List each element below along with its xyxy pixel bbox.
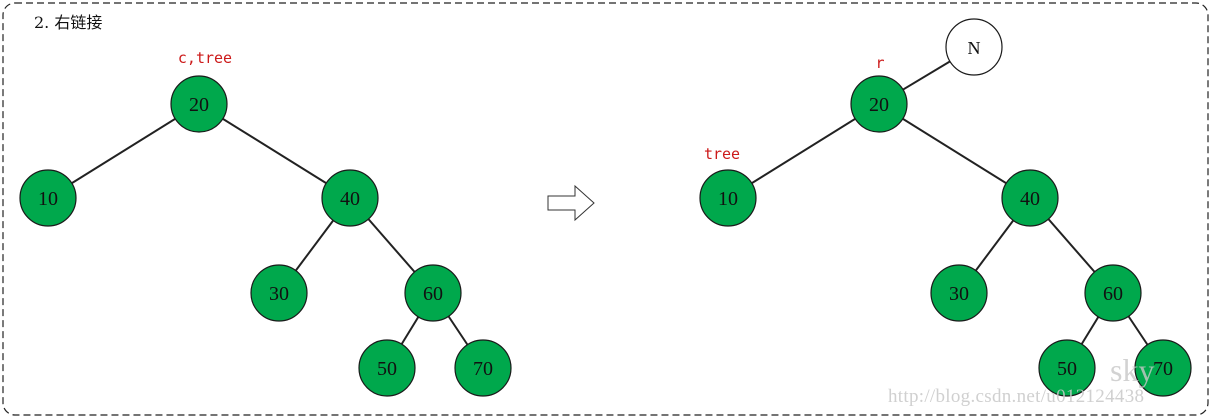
tree-edge: [198, 103, 351, 199]
tree-node-50: 50: [358, 339, 416, 397]
node-label: 30: [269, 283, 289, 305]
right-arrow-icon: [547, 184, 595, 222]
watermark-name: sky: [1110, 352, 1155, 388]
tree-edge: [878, 103, 1031, 199]
node-circle: [1084, 264, 1142, 322]
tree-node-40: 40: [1001, 169, 1059, 227]
node-circle: [945, 18, 1003, 76]
node-circle: [850, 75, 908, 133]
node-label: 20: [189, 94, 209, 116]
node-circle: [1001, 169, 1059, 227]
tree-node-N: N: [945, 18, 1003, 76]
tree-node-70: 70: [1134, 339, 1192, 397]
tree-node-30: 30: [250, 264, 308, 322]
node-label: 60: [423, 283, 443, 305]
after-tree: N 20 10 40 30 60 50 70 r tree: [699, 18, 1192, 397]
node-circle: [19, 169, 77, 227]
tree-node-50: 50: [1038, 339, 1096, 397]
tree-edge: [47, 103, 200, 199]
node-circle: [321, 169, 379, 227]
node-label: 40: [340, 188, 360, 210]
node-circle: [170, 75, 228, 133]
tree-node-10: 10: [699, 169, 757, 227]
node-label: 50: [377, 358, 397, 380]
tree-node-20: 20: [170, 75, 228, 133]
watermark-url: http://blog.csdn.net/u012124438: [888, 386, 1145, 407]
tree-node-60: 60: [404, 264, 462, 322]
node-label: 50: [1057, 358, 1077, 380]
node-label: 40: [1020, 188, 1040, 210]
node-circle: [250, 264, 308, 322]
node-label: 10: [38, 188, 58, 210]
tree-edge: [727, 103, 880, 199]
tree-node-70: 70: [454, 339, 512, 397]
pointer-label: c,tree: [178, 49, 232, 67]
node-circle: [358, 339, 416, 397]
node-circle: [1038, 339, 1096, 397]
tree-node-30: 30: [930, 264, 988, 322]
tree-node-60: 60: [1084, 264, 1142, 322]
node-label: 70: [473, 358, 493, 380]
tree-node-40: 40: [321, 169, 379, 227]
node-label: 70: [1153, 358, 1173, 380]
node-label: 60: [1103, 283, 1123, 305]
node-circle: [699, 169, 757, 227]
tree-node-10: 10: [19, 169, 77, 227]
node-circle: [454, 339, 512, 397]
before-tree: 20 10 40 30 60 50 70 c,tree: [19, 49, 512, 397]
node-label: 20: [869, 94, 889, 116]
node-circle: [1134, 339, 1192, 397]
tree-node-20: 20: [850, 75, 908, 133]
pointer-label: r: [875, 54, 884, 72]
node-circle: [930, 264, 988, 322]
node-label: 10: [718, 188, 738, 210]
node-label: 30: [949, 283, 969, 305]
node-label: N: [968, 38, 981, 58]
node-circle: [404, 264, 462, 322]
section-title: 2. 右链接: [34, 13, 103, 32]
pointer-label: tree: [704, 145, 740, 163]
